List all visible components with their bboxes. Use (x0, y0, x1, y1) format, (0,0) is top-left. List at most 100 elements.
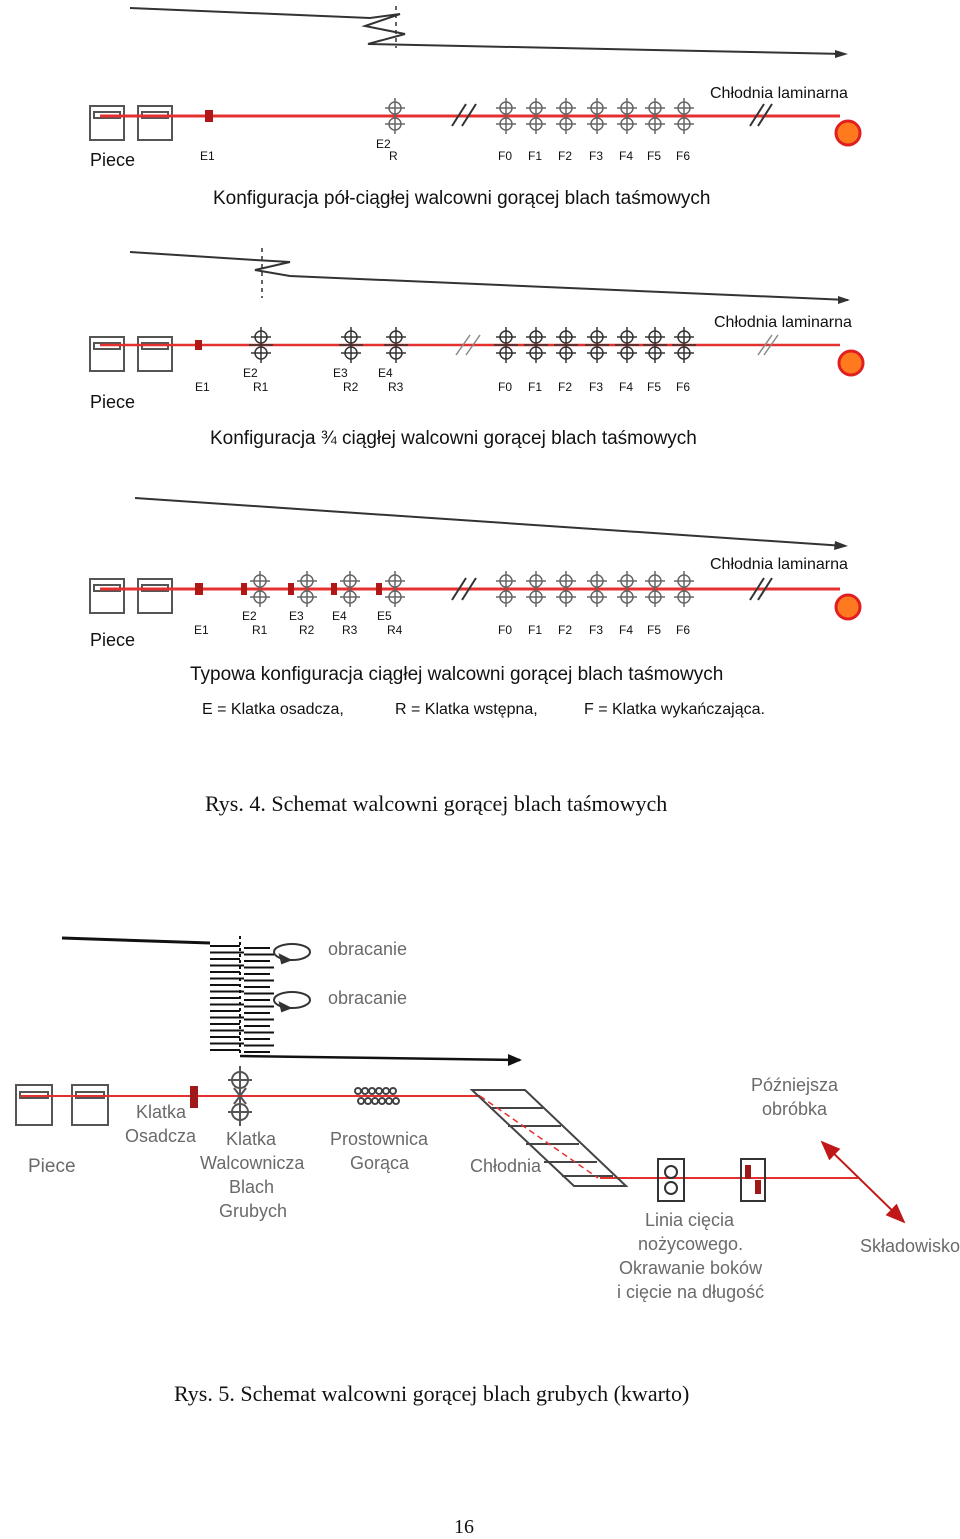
panel-title: Konfiguracja pół-ciągłej walcowni gorące… (213, 188, 710, 209)
shear-line-label: nożycowego. (638, 1234, 743, 1254)
thickness-profile (129, 248, 850, 304)
stand-label-f: F1 (528, 149, 542, 163)
stand-label-e: E2 (243, 366, 258, 380)
coil-icon (834, 119, 862, 147)
shear-line-label: i cięcie na długość (617, 1282, 764, 1302)
stand-label-f: F6 (676, 149, 690, 163)
furnace-icon (15, 1084, 109, 1126)
leveler-icon (352, 1087, 404, 1105)
legend-e: E = Klatka osadcza, (202, 701, 344, 718)
thickness-profile (134, 497, 848, 550)
plate-mill-stand-icon (228, 1066, 252, 1126)
break-mark-icon (455, 334, 779, 356)
rotate-label: obracanie (328, 988, 407, 1008)
stand-label-r: R (389, 149, 398, 163)
stand-label-f: F0 (498, 623, 512, 637)
storage-label: Składowisko (860, 1236, 960, 1256)
rotate-arrow-icon (273, 943, 311, 1013)
break-mark-icon (451, 577, 773, 601)
leveler-label: Prostownica (330, 1129, 429, 1149)
stand-label-e2: E2 (376, 137, 391, 151)
edger-label: Klatka (136, 1102, 187, 1122)
stand-label-f: F1 (528, 380, 542, 394)
edger-icon (190, 1086, 198, 1108)
shear-icon (657, 1158, 766, 1202)
edger-e1-icon (195, 340, 202, 350)
break-mark-icon (451, 103, 773, 127)
stand-label-f: F2 (558, 623, 572, 637)
stand-label-f: F2 (558, 380, 572, 394)
stand-label-f: F2 (558, 149, 572, 163)
stand-label-e: E3 (333, 366, 348, 380)
stand-label-f: F5 (647, 149, 661, 163)
roll-stand-icon (385, 98, 694, 134)
stand-label-f: F5 (647, 380, 661, 394)
furnace-icon (89, 336, 173, 372)
stand-label-e: E5 (377, 609, 392, 623)
plate-mill-label: Blach (229, 1177, 274, 1197)
roll-stand-icon (249, 327, 696, 363)
plate-mill-label: Walcownicza (200, 1153, 305, 1173)
stand-label-f: F3 (589, 623, 603, 637)
figure-caption: Rys. 4. Schemat walcowni gorącej blach t… (205, 791, 667, 816)
stand-label-r: R2 (299, 623, 315, 637)
pass-lines (210, 945, 274, 1053)
furnace-label: Piece (90, 392, 135, 412)
stand-label-f: F0 (498, 380, 512, 394)
stand-label-e1: E1 (200, 149, 215, 163)
panel-title: Typowa konfiguracja ciągłej walcowni gor… (190, 664, 723, 685)
stand-label-f: F4 (619, 380, 633, 394)
stand-label-r: R3 (388, 380, 404, 394)
cooler-label: Chłodnia laminarna (714, 314, 852, 331)
later-processing-label: Późniejsza (751, 1075, 839, 1095)
stand-label-f: F4 (619, 623, 633, 637)
stand-label-r: R4 (387, 623, 403, 637)
storage-arrow (820, 1140, 906, 1224)
edger-e1-icon (205, 110, 213, 122)
stand-label-e1: E1 (195, 380, 210, 394)
furnace-label: Piece (28, 1156, 76, 1177)
shear-line-label: Okrawanie boków (619, 1258, 763, 1278)
cooling-bed-icon (469, 1089, 629, 1187)
stand-label-f: F4 (619, 149, 633, 163)
leveler-label: Gorąca (350, 1153, 410, 1173)
shear-line-label: Linia cięcia (645, 1210, 735, 1230)
cooler-label: Chłodnia laminarna (710, 85, 848, 102)
stand-label-e: E3 (289, 609, 304, 623)
plate-mill-diagram: obracanie obracanie (15, 936, 960, 1302)
stand-label-r: R2 (343, 380, 359, 394)
stand-label-f: F3 (589, 380, 603, 394)
stand-label-e1: E1 (194, 623, 209, 637)
edger-label: Osadcza (125, 1126, 197, 1146)
furnace-icon (89, 578, 173, 614)
stand-label-f: F6 (676, 623, 690, 637)
cooler-label: Chłodnia laminarna (710, 556, 848, 573)
legend-r: R = Klatka wstępna, (395, 701, 538, 718)
stand-label-f: F5 (647, 623, 661, 637)
panel-semi-continuous: Chłodnia laminarna Piece E1 E2 R F0 F1 F2 F… (89, 6, 862, 209)
cooler-label: Chłodnia (470, 1156, 542, 1176)
panel-three-quarter: Chłodnia laminarna Piece E1 E2R1E3R2E4R3… (89, 248, 865, 449)
stand-label-r: R1 (252, 623, 268, 637)
later-processing-label: obróbka (762, 1099, 828, 1119)
coil-icon (837, 349, 865, 377)
plate-mill-label: Grubych (219, 1201, 287, 1221)
legend-f: F = Klatka wykańczająca. (584, 701, 765, 718)
panel-continuous: Chłodnia laminarna Piece E1 E2R1E3R2E4R3… (89, 497, 862, 718)
plate-mill-label: Klatka (226, 1129, 277, 1149)
stand-label-f: F6 (676, 380, 690, 394)
stand-label-f: F1 (528, 623, 542, 637)
stand-label-f: F0 (498, 149, 512, 163)
stand-label-f: F3 (589, 149, 603, 163)
roll-stand-icon (241, 571, 694, 607)
figure-caption: Rys. 5. Schemat walcowni gorącej blach g… (174, 1381, 689, 1406)
thickness-profile (61, 936, 522, 1066)
edger-e1-icon (195, 583, 203, 595)
page-number: 16 (454, 1516, 474, 1538)
stand-label-r: R3 (342, 623, 358, 637)
stand-label-e: E2 (242, 609, 257, 623)
furnace-label: Piece (90, 150, 135, 170)
thickness-profile (129, 6, 848, 58)
stand-label-e: E4 (378, 366, 393, 380)
